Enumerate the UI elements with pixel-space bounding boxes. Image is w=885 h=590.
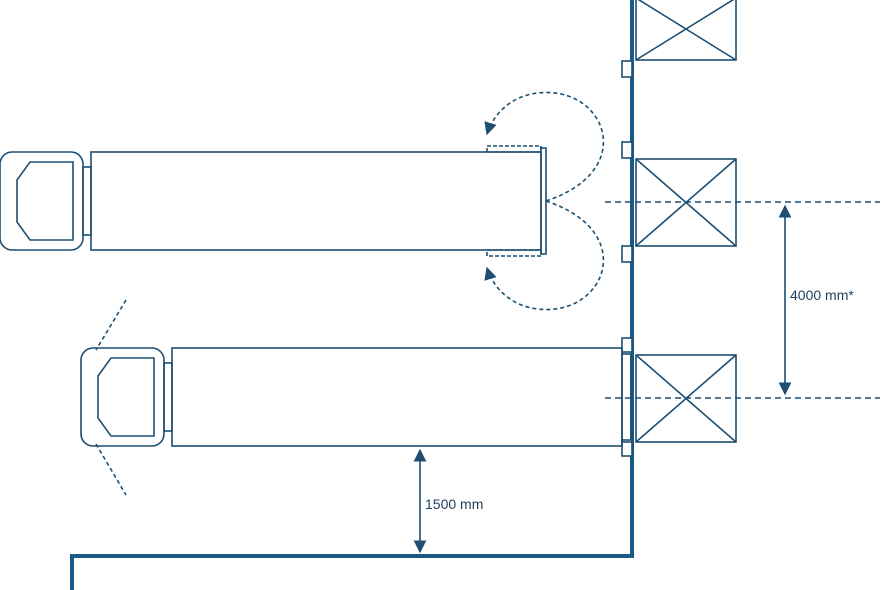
open-door-bottom <box>486 249 542 257</box>
truck-coupling <box>163 362 173 432</box>
truck-trailer <box>171 347 623 447</box>
building-wall <box>70 0 634 590</box>
truck-lower <box>80 299 623 496</box>
dock-spacing-label: 4000 mm* <box>790 287 854 303</box>
open-door-top <box>486 145 542 153</box>
truck-coupling <box>82 166 92 236</box>
loading-bay-1 <box>635 0 737 61</box>
curved-dashed-arrow-icon <box>484 91 605 202</box>
truck-trailer <box>90 151 542 251</box>
curved-dashed-arrow-icon <box>484 200 605 311</box>
truck-cab-icon <box>0 151 84 251</box>
truck-cab-icon <box>80 347 165 447</box>
dimension-dock-spacing <box>605 201 880 399</box>
truck-upper <box>0 91 605 311</box>
side-clearance-label: 1500 mm <box>425 496 484 512</box>
crossed-square-icon <box>635 0 737 61</box>
dock-bumpers <box>621 60 633 457</box>
